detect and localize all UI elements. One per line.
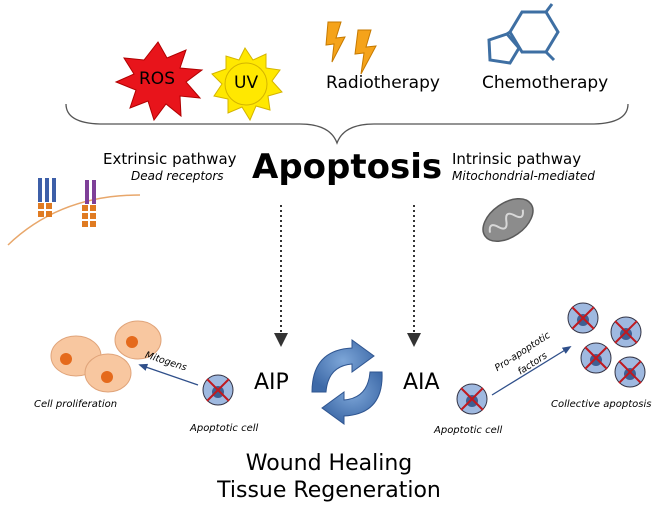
bottom-title-line2: Tissue Regeneration	[217, 478, 441, 503]
extrinsic-pathway-title: Extrinsic pathway	[103, 150, 237, 168]
right-apoptotic-cell-label: Apoptotic cell	[434, 425, 503, 436]
aip-label: AIP	[254, 370, 289, 395]
apoptotic-cell-icon	[202, 374, 234, 406]
intrinsic-pathway-title: Intrinsic pathway	[452, 150, 582, 168]
uv-label: UV	[234, 73, 259, 93]
chemical-structure-icon	[487, 3, 560, 65]
collective-apoptosis-icon	[567, 302, 646, 388]
radiotherapy-label: Radiotherapy	[326, 73, 440, 93]
collective-apoptosis-label: Collective apoptosis	[551, 399, 652, 410]
aia-label: AIA	[403, 370, 440, 395]
chemotherapy-label: Chemotherapy	[482, 73, 609, 93]
pro-apoptotic-arrow	[491, 346, 572, 396]
ros-label: ROS	[139, 69, 175, 89]
mitogens-arrow	[138, 363, 199, 386]
ros-burst-icon	[114, 41, 204, 122]
apoptotic-cell-icon	[456, 383, 488, 415]
apoptosis-title: Apoptosis	[252, 147, 443, 187]
bottom-title-line1: Wound Healing	[245, 451, 413, 476]
lightning-icon	[325, 21, 377, 75]
cell-membrane-icon	[7, 194, 141, 246]
mitochondrion-icon	[482, 197, 534, 243]
cell-proliferation-label: Cell proliferation	[34, 399, 118, 410]
sun-icon	[211, 47, 283, 122]
proliferating-cells-icon	[50, 320, 162, 393]
death-receptor-icon	[82, 180, 96, 227]
extrinsic-pathway-subtitle: Dead receptors	[131, 169, 224, 183]
mitogens-label: Mitogens	[144, 350, 189, 374]
death-receptor-icon	[38, 178, 56, 217]
cycle-arrow-icon	[311, 339, 383, 425]
left-apoptotic-cell-label: Apoptotic cell	[190, 423, 259, 434]
intrinsic-pathway-subtitle: Mitochondrial-mediated	[452, 169, 595, 183]
stimuli-brace	[65, 103, 629, 145]
